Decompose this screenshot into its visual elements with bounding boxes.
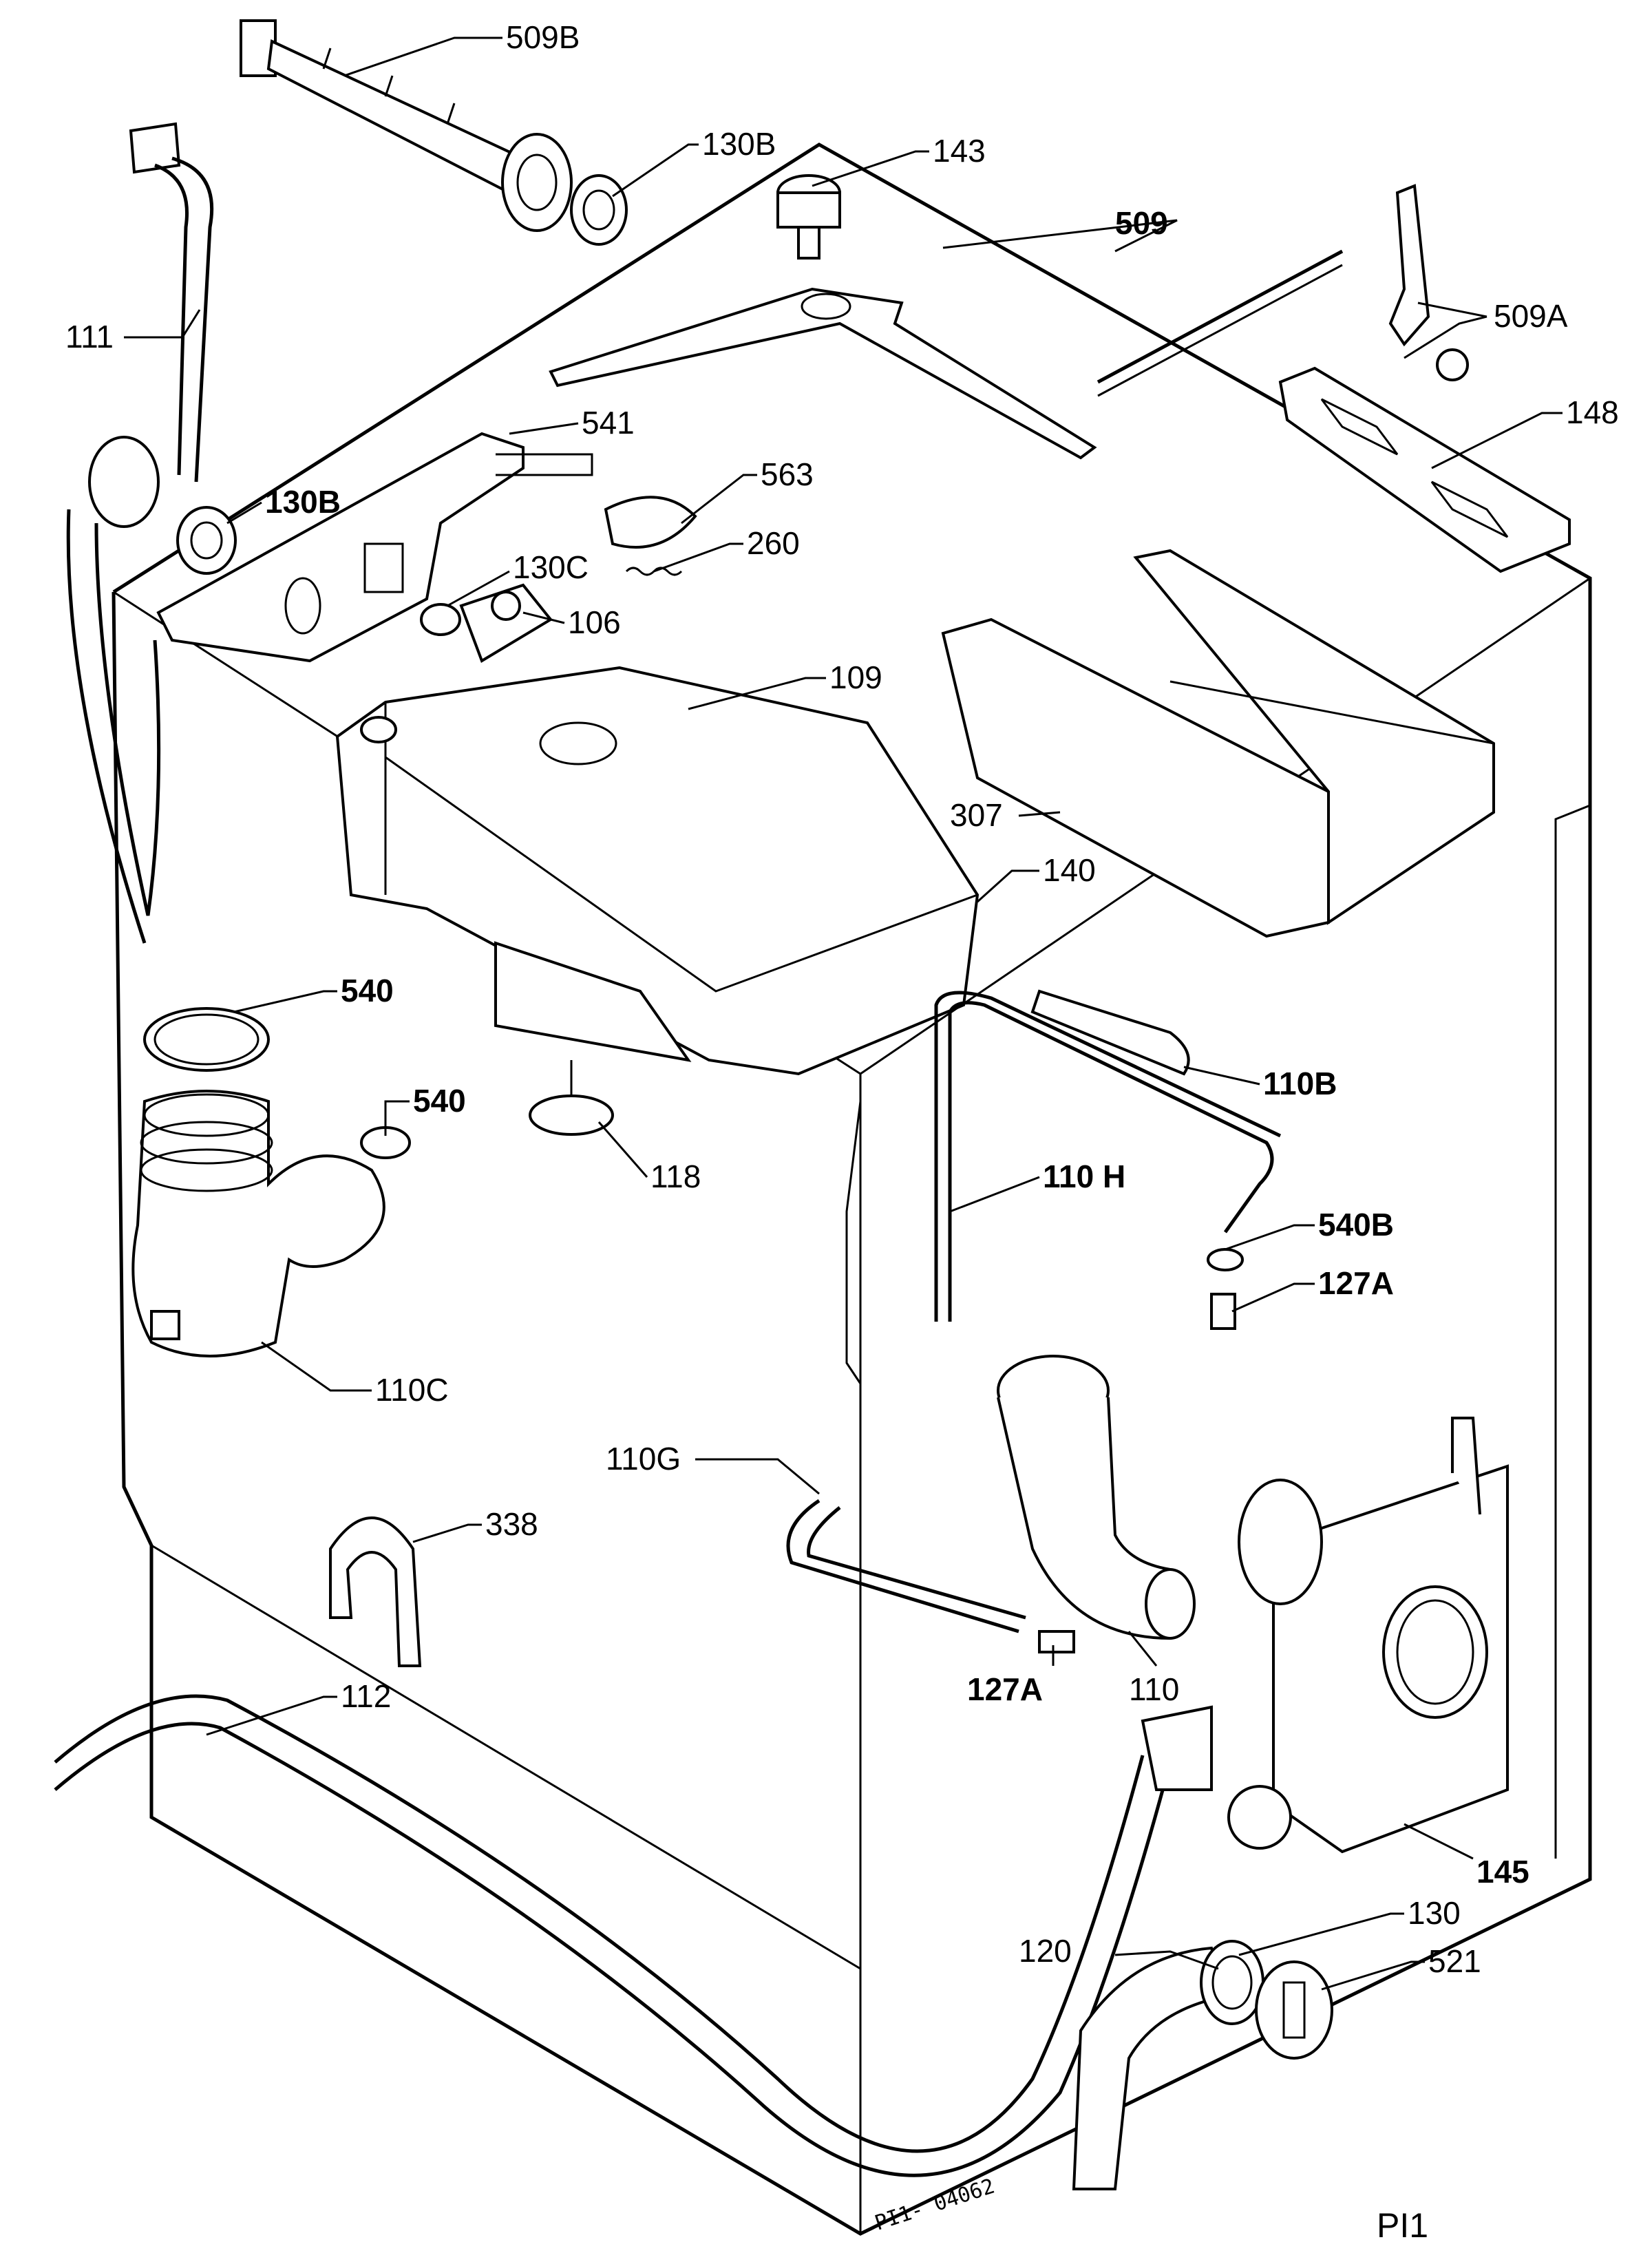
part-130-seal-ring xyxy=(1200,1940,1264,2025)
callout-labels: 509B 130B 143 509 509A 111 541 148 563 1… xyxy=(65,19,1619,2242)
label-106: 106 xyxy=(568,604,621,640)
label-143: 143 xyxy=(933,133,986,169)
part-509b-inlet-pipe xyxy=(240,19,573,232)
label-130b-left: 130B xyxy=(265,484,341,520)
label-127a-bottom: 127A xyxy=(967,1671,1043,1707)
label-130b-top: 130B xyxy=(702,126,776,162)
label-109: 109 xyxy=(829,659,882,695)
label-110g: 110G xyxy=(606,1441,681,1477)
label-260: 260 xyxy=(747,525,800,561)
label-509b: 509B xyxy=(506,19,580,55)
label-307: 307 xyxy=(950,797,1003,833)
label-118: 118 xyxy=(650,1159,701,1194)
label-120: 120 xyxy=(1019,1933,1072,1969)
label-110h: 110 H xyxy=(1043,1159,1125,1194)
part-127a-right-nozzle xyxy=(1210,1293,1236,1330)
label-130: 130 xyxy=(1408,1895,1461,1931)
part-338-clip xyxy=(329,1516,422,1667)
part-145-drain-pump xyxy=(1227,1417,1509,1854)
label-111: 111 xyxy=(65,319,114,355)
part-540-clamp-ring xyxy=(143,1007,270,1072)
label-140: 140 xyxy=(1043,852,1096,888)
part-541-bracket xyxy=(156,432,593,663)
part-112-drain-hose xyxy=(54,1694,1213,2177)
part-130b-top-nut xyxy=(570,174,628,246)
part-130b-left-nut xyxy=(176,506,237,575)
part-130c-coupling xyxy=(420,603,461,636)
label-521: 521 xyxy=(1428,1943,1481,1979)
label-148: 148 xyxy=(1566,394,1619,430)
label-110c: 110C xyxy=(375,1372,449,1408)
label-145: 145 xyxy=(1476,1854,1529,1890)
label-338: 338 xyxy=(485,1506,538,1542)
part-521-filter-cap xyxy=(1255,1960,1333,2060)
page-code: PI1 xyxy=(1377,2206,1428,2242)
part-127a-bottom-nozzle xyxy=(1038,1630,1075,1653)
part-148-door-handle xyxy=(1278,366,1571,573)
part-110g-hose xyxy=(786,1499,1026,1633)
label-110: 110 xyxy=(1129,1671,1179,1707)
part-509a-lever xyxy=(1388,184,1469,381)
part-110b-hose xyxy=(1030,989,1190,1076)
label-540b: 540B xyxy=(1318,1207,1394,1242)
label-540-a: 540 xyxy=(341,973,394,1008)
label-112: 112 xyxy=(341,1678,391,1714)
part-563-cover xyxy=(604,496,697,549)
label-509: 509 xyxy=(1115,205,1168,241)
stamp-code: PI1- 04062 xyxy=(872,2175,998,2236)
part-509-linkage xyxy=(549,249,1344,460)
part-307-detergent-drawer xyxy=(941,549,1495,938)
part-109-dispenser-housing xyxy=(335,666,979,1076)
label-127a-right: 127A xyxy=(1318,1265,1394,1301)
part-540b-clamp xyxy=(1207,1248,1244,1271)
part-110-bellows xyxy=(997,1355,1196,1640)
leader-lines xyxy=(124,36,1563,1991)
part-111-inlet-hose xyxy=(66,122,214,944)
part-110c-bellows xyxy=(131,1090,385,1357)
part-118-impeller xyxy=(529,1060,614,1136)
part-110h-hose xyxy=(934,991,1282,1322)
label-540-b: 540 xyxy=(413,1083,466,1119)
label-110b: 110B xyxy=(1263,1066,1337,1101)
label-130c: 130C xyxy=(513,549,589,585)
label-541: 541 xyxy=(582,405,635,441)
part-106-valve xyxy=(459,583,553,663)
label-509a: 509A xyxy=(1494,298,1568,334)
part-143-knob xyxy=(776,174,841,260)
label-563: 563 xyxy=(761,456,814,492)
